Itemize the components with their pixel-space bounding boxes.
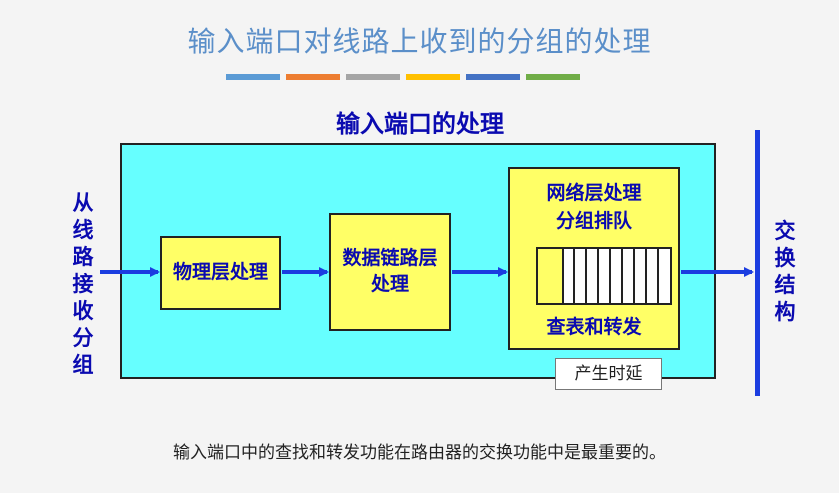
packet-queue-icon	[536, 247, 672, 305]
lookup-forward-label: 查表和转发	[546, 316, 642, 338]
datalink-layer-label: 数据链路层处理	[342, 247, 438, 295]
deco-bar-1	[226, 74, 280, 80]
output-label: 交换结构	[774, 219, 796, 324]
input-label: 从线路接收分组	[72, 191, 94, 377]
packet-queue-label: 分组排队	[555, 210, 632, 232]
physical-layer-label: 物理层处理	[172, 261, 268, 284]
deco-bar-4	[406, 74, 460, 80]
physical-layer-block: 物理层处理	[160, 236, 281, 310]
deco-bar-2	[286, 74, 340, 80]
deco-bar-3	[346, 74, 400, 80]
slide-title: 输入端口对线路上收到的分组的处理	[187, 25, 652, 58]
network-layer-block: 网络层处理 分组排队 查表和转发	[508, 167, 680, 350]
diagram-title: 输入端口的处理	[336, 110, 504, 138]
slide-caption: 输入端口中的查找和转发功能在路由器的交换功能中是最重要的。	[173, 443, 666, 463]
datalink-layer-block: 数据链路层处理	[329, 213, 451, 331]
switch-fabric-line	[755, 130, 760, 396]
deco-bar-5	[466, 74, 520, 80]
deco-bar-6	[526, 74, 580, 80]
delay-label: 产生时延	[555, 358, 662, 390]
network-layer-label: 网络层处理	[546, 182, 642, 204]
